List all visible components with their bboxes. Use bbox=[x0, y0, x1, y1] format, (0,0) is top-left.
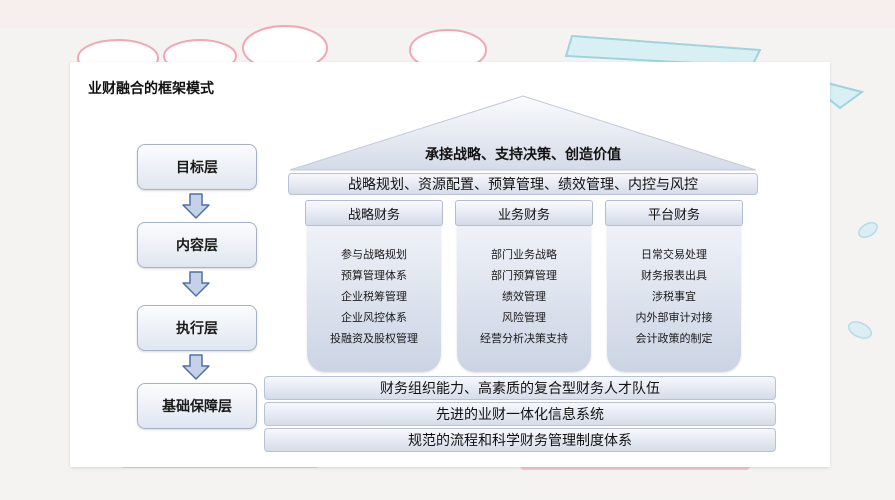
pillar-item: 绩效管理 bbox=[502, 290, 546, 303]
foundation-bar-process: 规范的流程和科学财务管理制度体系 bbox=[264, 428, 776, 452]
pillar-platform-finance: 平台财务 日常交易处理 财务报表出具 涉税事宜 内外部审计对接 会计政策的制定 bbox=[605, 200, 743, 372]
pillar-item-list: 部门业务战略 部门预算管理 绩效管理 风险管理 经营分析决策支持 bbox=[457, 244, 591, 349]
pillar-item: 内外部审计对接 bbox=[635, 311, 713, 324]
pillar-item: 日常交易处理 bbox=[641, 248, 707, 261]
down-arrow-icon bbox=[182, 354, 210, 380]
pillar-item: 企业税筹管理 bbox=[341, 290, 407, 303]
pillar-item: 企业风控体系 bbox=[341, 311, 407, 324]
layer-goal-box: 目标层 bbox=[137, 144, 257, 190]
pillar-item-list: 参与战略规划 预算管理体系 企业税筹管理 企业风控体系 投融资及股权管理 bbox=[307, 244, 441, 349]
pillar-item: 部门预算管理 bbox=[491, 269, 557, 282]
page-title: 业财融合的框架模式 bbox=[88, 81, 214, 97]
pillar-item: 财务报表出具 bbox=[641, 269, 707, 282]
foundation-bar-talent: 财务组织能力、高素质的复合型财务人才队伍 bbox=[264, 376, 776, 400]
layer-content-box: 内容层 bbox=[137, 222, 257, 268]
pillar-item: 投融资及股权管理 bbox=[330, 332, 418, 345]
roof-band: 战略规划、资源配置、预算管理、绩效管理、内控与风控 bbox=[288, 173, 758, 195]
pillar-item: 预算管理体系 bbox=[341, 269, 407, 282]
pillar-item: 部门业务战略 bbox=[491, 248, 557, 261]
layer-foundation-box: 基础保障层 bbox=[137, 383, 257, 429]
roof-goal-text: 承接战略、支持决策、创造价值 bbox=[425, 147, 621, 163]
leaf-decoration bbox=[847, 222, 878, 339]
ribbon-decoration bbox=[564, 34, 865, 110]
down-arrow-icon bbox=[182, 193, 210, 219]
pillar-item: 参与战略规划 bbox=[341, 248, 407, 261]
pillar-item: 涉税事宜 bbox=[652, 290, 696, 303]
pillar-item: 经营分析决策支持 bbox=[480, 332, 568, 345]
pillar-strategic-finance: 战略财务 参与战略规划 预算管理体系 企业税筹管理 企业风控体系 投融资及股权管… bbox=[305, 200, 443, 372]
pillar-item-list: 日常交易处理 财务报表出具 涉税事宜 内外部审计对接 会计政策的制定 bbox=[607, 244, 741, 349]
pillar-title: 平台财务 bbox=[605, 200, 743, 226]
pillar-title: 战略财务 bbox=[305, 200, 443, 226]
layer-execution-box: 执行层 bbox=[137, 305, 257, 351]
pillar-item: 会计政策的制定 bbox=[635, 332, 713, 345]
framework-roof bbox=[289, 95, 757, 171]
down-arrow-icon bbox=[182, 271, 210, 297]
foundation-bar-system: 先进的业财一体化信息系统 bbox=[264, 402, 776, 426]
pillar-item: 风险管理 bbox=[502, 311, 546, 324]
pillar-business-finance: 业务财务 部门业务战略 部门预算管理 绩效管理 风险管理 经营分析决策支持 bbox=[455, 200, 593, 372]
pillar-title: 业务财务 bbox=[455, 200, 593, 226]
